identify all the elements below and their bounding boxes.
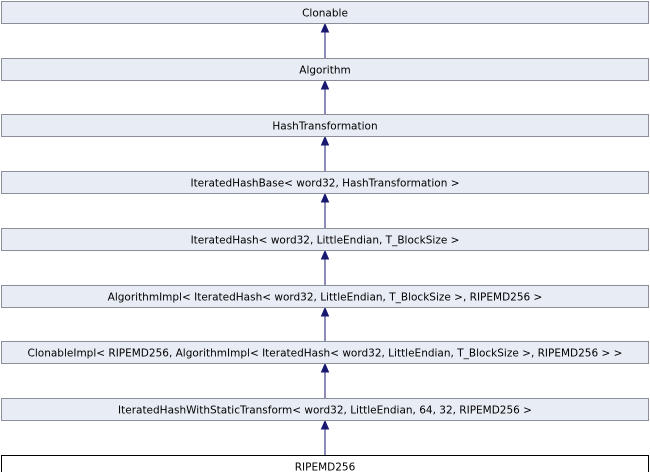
inheritance-edge-ripemd256-to-iterated-hash-with-static-transform: [320, 419, 330, 455]
class-node-ripemd256: RIPEMD256: [1, 455, 649, 472]
arrowhead-icon: [320, 79, 330, 90]
arrowhead-icon: [320, 306, 330, 317]
arrowhead-icon: [320, 192, 330, 203]
inheritance-edge-algorithm-impl-to-iterated-hash: [320, 249, 330, 285]
class-node-box: [1, 455, 649, 472]
arrowhead-icon: [320, 135, 330, 146]
class-node-iterated-hash[interactable]: IteratedHash< word32, LittleEndian, T_Bl…: [1, 228, 649, 251]
class-node-box[interactable]: [1, 1, 649, 24]
class-node-box[interactable]: [1, 285, 649, 308]
class-node-label: ClonableImpl< RIPEMD256, AlgorithmImpl< …: [28, 348, 623, 360]
class-node-box[interactable]: [1, 228, 649, 251]
class-node-label: Algorithm: [299, 65, 350, 77]
class-node-label: HashTransformation: [272, 121, 377, 133]
inheritance-edge-iterated-hash-base-to-hash-transformation: [320, 135, 330, 171]
class-node-iterated-hash-base[interactable]: IteratedHashBase< word32, HashTransforma…: [1, 171, 649, 194]
inheritance-edge-clonable-impl-to-algorithm-impl: [320, 306, 330, 341]
class-node-box[interactable]: [1, 398, 649, 421]
inheritance-edge-iterated-hash-with-static-transform-to-clonable-impl: [320, 362, 330, 398]
class-node-label: RIPEMD256: [295, 462, 356, 472]
edges-layer: [320, 22, 330, 455]
class-node-label: IteratedHashBase< word32, HashTransforma…: [190, 178, 459, 190]
arrowhead-icon: [320, 22, 330, 33]
inheritance-edge-hash-transformation-to-algorithm: [320, 79, 330, 114]
class-node-iterated-hash-with-static-transform[interactable]: IteratedHashWithStaticTransform< word32,…: [1, 398, 649, 421]
class-node-box[interactable]: [1, 341, 649, 364]
class-node-clonable[interactable]: Clonable: [1, 1, 649, 24]
arrowhead-icon: [320, 362, 330, 373]
class-node-box[interactable]: [1, 171, 649, 194]
class-node-label: IteratedHashWithStaticTransform< word32,…: [118, 405, 532, 417]
arrowhead-icon: [320, 419, 330, 430]
class-node-clonable-impl[interactable]: ClonableImpl< RIPEMD256, AlgorithmImpl< …: [1, 341, 649, 364]
class-node-box[interactable]: [1, 58, 649, 81]
inheritance-edge-iterated-hash-to-iterated-hash-base: [320, 192, 330, 228]
class-node-algorithm[interactable]: Algorithm: [1, 58, 649, 81]
inheritance-edge-algorithm-to-clonable: [320, 22, 330, 58]
class-node-label: IteratedHash< word32, LittleEndian, T_Bl…: [191, 235, 460, 247]
arrowhead-icon: [320, 249, 330, 260]
class-node-label: Clonable: [302, 8, 348, 20]
class-node-label: AlgorithmImpl< IteratedHash< word32, Lit…: [108, 292, 543, 304]
class-node-hash-transformation[interactable]: HashTransformation: [1, 114, 649, 137]
class-node-box[interactable]: [1, 114, 649, 137]
class-node-algorithm-impl[interactable]: AlgorithmImpl< IteratedHash< word32, Lit…: [1, 285, 649, 308]
